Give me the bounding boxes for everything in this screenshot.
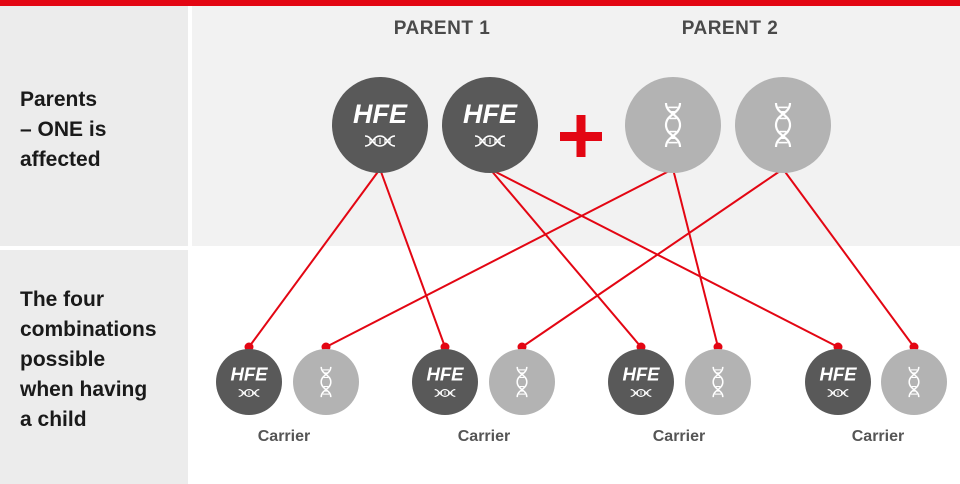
hfe-gene-text: HFE <box>622 364 660 385</box>
parent-1-gene-2: HFE <box>442 77 538 173</box>
inheritance-line <box>782 168 919 352</box>
parent-2-gene-1 <box>625 77 721 173</box>
inheritance-line <box>244 168 381 352</box>
hfe-dna-icon: HFE <box>353 99 408 147</box>
inheritance-lines <box>244 168 919 352</box>
dna-helix-icon <box>664 102 682 148</box>
child-3-label: Carrier <box>652 428 706 445</box>
hfe-gene-text: HFE <box>463 99 518 129</box>
row-label-combinations: The four combinations possible when havi… <box>20 288 157 431</box>
inheritance-line <box>489 168 646 352</box>
child-1-gene-2 <box>293 349 359 415</box>
gene-nodes: HFE HFE HFE HFE HFE HFE <box>216 77 947 415</box>
parents-panel <box>192 6 960 246</box>
child-2-label: Carrier <box>457 428 511 445</box>
dna-helix-icon <box>908 366 920 398</box>
row-label-cell-combinations <box>0 250 188 484</box>
hfe-dna-icon: HFE <box>230 364 268 397</box>
child-4-gene-2 <box>881 349 947 415</box>
child-4-gene-1: HFE <box>805 349 871 415</box>
inheritance-line <box>321 168 674 352</box>
hfe-dna-icon: HFE <box>463 99 518 147</box>
hfe-gene-text: HFE <box>426 364 464 385</box>
row-label-parents: Parents – ONE is affected <box>20 88 107 171</box>
child-1-gene-1: HFE <box>216 349 282 415</box>
parent-2-gene-2 <box>735 77 831 173</box>
hfe-dna-icon: HFE <box>426 364 464 397</box>
hfe-dna-icon: HFE <box>622 364 660 397</box>
top-accent-bar <box>0 0 960 6</box>
dna-helix-icon <box>712 366 724 398</box>
dna-helix-icon <box>320 366 332 398</box>
parent-2-title: PARENT 2 <box>681 18 779 39</box>
child-4-label: Carrier <box>851 428 905 445</box>
inheritance-line <box>517 168 784 352</box>
inheritance-line <box>489 168 843 352</box>
hfe-dna-icon: HFE <box>819 364 857 397</box>
inheritance-line <box>379 168 450 352</box>
parent-1-title: PARENT 1 <box>393 18 491 39</box>
child-3-gene-2 <box>685 349 751 415</box>
dna-helix-icon <box>774 102 792 148</box>
inheritance-line <box>672 168 723 352</box>
hfe-gene-text: HFE <box>819 364 857 385</box>
parent-1-gene-1: HFE <box>332 77 428 173</box>
child-1-label: Carrier <box>257 428 311 445</box>
child-2-gene-2 <box>489 349 555 415</box>
child-2-gene-1: HFE <box>412 349 478 415</box>
row-label-cell-parents <box>0 6 188 246</box>
hfe-gene-text: HFE <box>353 99 408 129</box>
dna-helix-icon <box>516 366 528 398</box>
child-3-gene-1: HFE <box>608 349 674 415</box>
plus-icon <box>560 115 602 157</box>
hfe-gene-text: HFE <box>230 364 268 385</box>
